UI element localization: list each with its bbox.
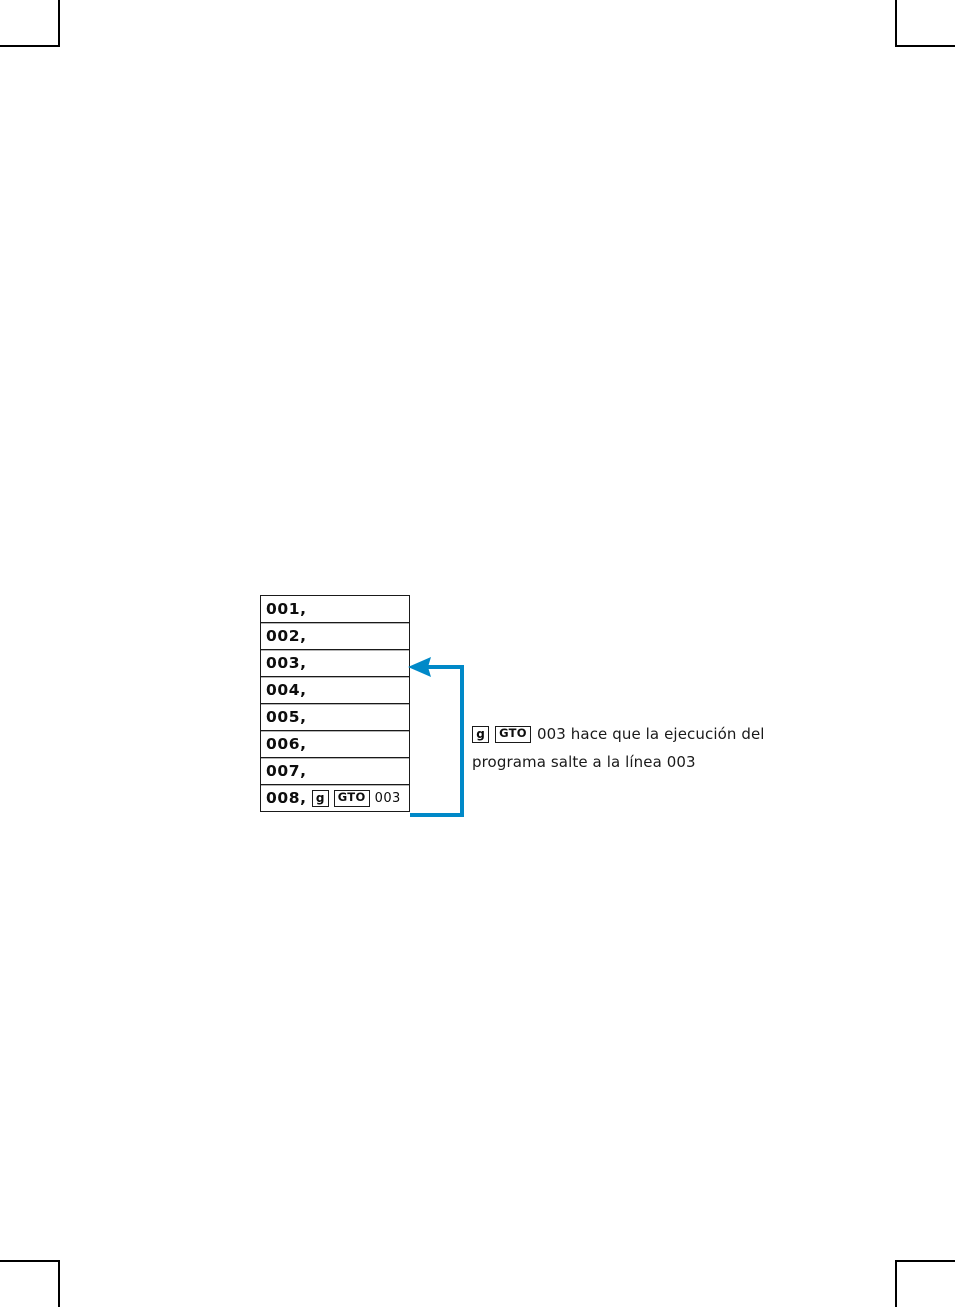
program-line-number: 008, — [266, 789, 307, 807]
crop-mark-vertical-rule — [58, 0, 60, 47]
caption-text-line-2: programa salte a la línea 003 — [472, 753, 696, 771]
crop-mark-bottom-right — [895, 1260, 955, 1307]
listing-row: 005, — [260, 703, 410, 731]
gto-instruction-group: g GTO 003 — [311, 789, 401, 807]
crop-mark-horizontal-rule — [0, 1260, 60, 1262]
crop-mark-vertical-rule — [895, 1260, 897, 1307]
key-gto-icon: GTO — [333, 789, 370, 807]
crop-mark-horizontal-rule — [895, 45, 955, 47]
jump-connector-path — [410, 665, 464, 817]
gto-target-line-number: 003 — [374, 790, 401, 806]
program-listing-table: 001, 002, 003, 004, 005, 006, 007, 008, … — [260, 595, 410, 812]
key-g-icon: g — [472, 725, 489, 743]
listing-row: 007, — [260, 757, 410, 785]
listing-row-gto-instruction: 008, g GTO 003 — [260, 784, 410, 812]
crop-mark-vertical-rule — [58, 1260, 60, 1307]
crop-mark-vertical-rule — [895, 0, 897, 47]
caption-line-2: programa salte a la línea 003 — [472, 749, 772, 775]
program-line-number: 004, — [266, 681, 307, 699]
crop-mark-top-right — [895, 0, 955, 47]
listing-row: 004, — [260, 676, 410, 704]
figure-caption: g GTO 003 hace que la ejecución del prog… — [472, 721, 772, 775]
program-line-number: 001, — [266, 600, 307, 618]
program-line-number: 002, — [266, 627, 307, 645]
key-g-icon: g — [311, 789, 329, 807]
key-gto-icon: GTO — [495, 725, 531, 743]
caption-text-line-1: 003 hace que la ejecución del — [537, 725, 765, 743]
jump-connector-arrow — [408, 657, 464, 817]
listing-row: 002, — [260, 622, 410, 650]
program-line-number: 005, — [266, 708, 307, 726]
caption-line-1: g GTO 003 hace que la ejecución del — [472, 721, 772, 747]
listing-row-jump-target: 003, — [260, 649, 410, 677]
crop-mark-top-left — [0, 0, 60, 47]
listing-row: 001, — [260, 595, 410, 623]
crop-mark-horizontal-rule — [895, 1260, 955, 1262]
program-line-number: 007, — [266, 762, 307, 780]
arrowhead-left-icon — [408, 657, 431, 677]
crop-mark-bottom-left — [0, 1260, 60, 1307]
crop-mark-horizontal-rule — [0, 45, 60, 47]
listing-row: 006, — [260, 730, 410, 758]
program-line-number: 006, — [266, 735, 307, 753]
program-line-number: 003, — [266, 654, 307, 672]
